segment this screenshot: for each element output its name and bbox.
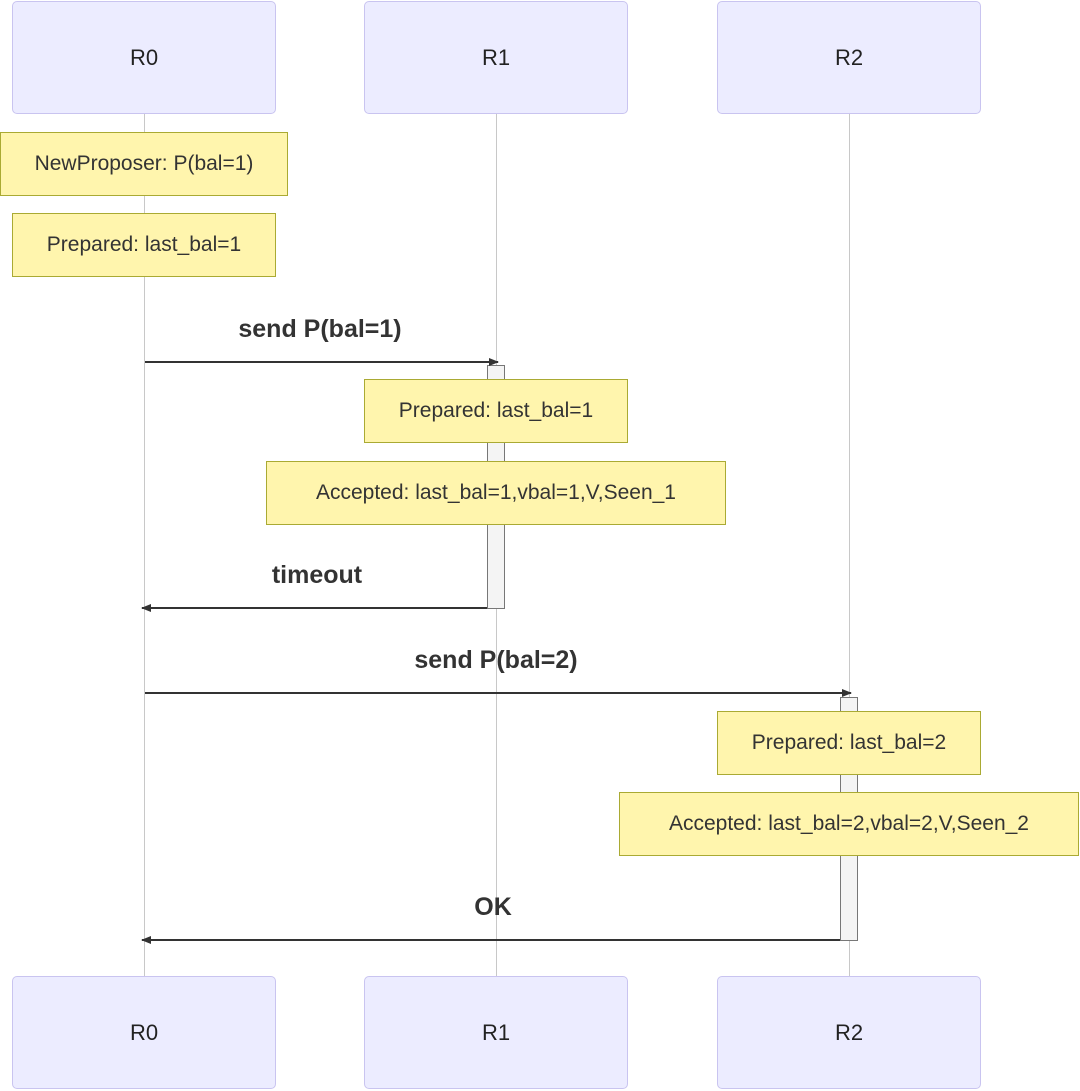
note-r1-prepared: Prepared: last_bal=1 [364, 379, 628, 443]
note-r2-accepted: Accepted: last_bal=2,vbal=2,V,Seen_2 [619, 792, 1079, 856]
participant-r1-top: R1 [364, 1, 628, 114]
participant-r0-bottom: R0 [12, 976, 276, 1089]
participant-r1-bottom: R1 [364, 976, 628, 1089]
message-label-timeout: timeout [271, 561, 363, 589]
participant-r2-bottom: R2 [717, 976, 981, 1089]
participant-r2-top: R2 [717, 1, 981, 114]
note-r0-prepared: Prepared: last_bal=1 [12, 213, 276, 277]
note-r2-prepared: Prepared: last_bal=2 [717, 711, 981, 775]
message-label-send-p2: send P(bal=2) [414, 646, 578, 674]
lifeline-r0 [144, 114, 145, 976]
message-label-send-p1: send P(bal=1) [238, 315, 402, 343]
note-r0-new-proposer: NewProposer: P(bal=1) [0, 132, 288, 196]
note-r1-accepted: Accepted: last_bal=1,vbal=1,V,Seen_1 [266, 461, 726, 525]
participant-r0-top: R0 [12, 1, 276, 114]
message-label-ok: OK [474, 893, 512, 921]
lifeline-r2 [849, 114, 850, 976]
